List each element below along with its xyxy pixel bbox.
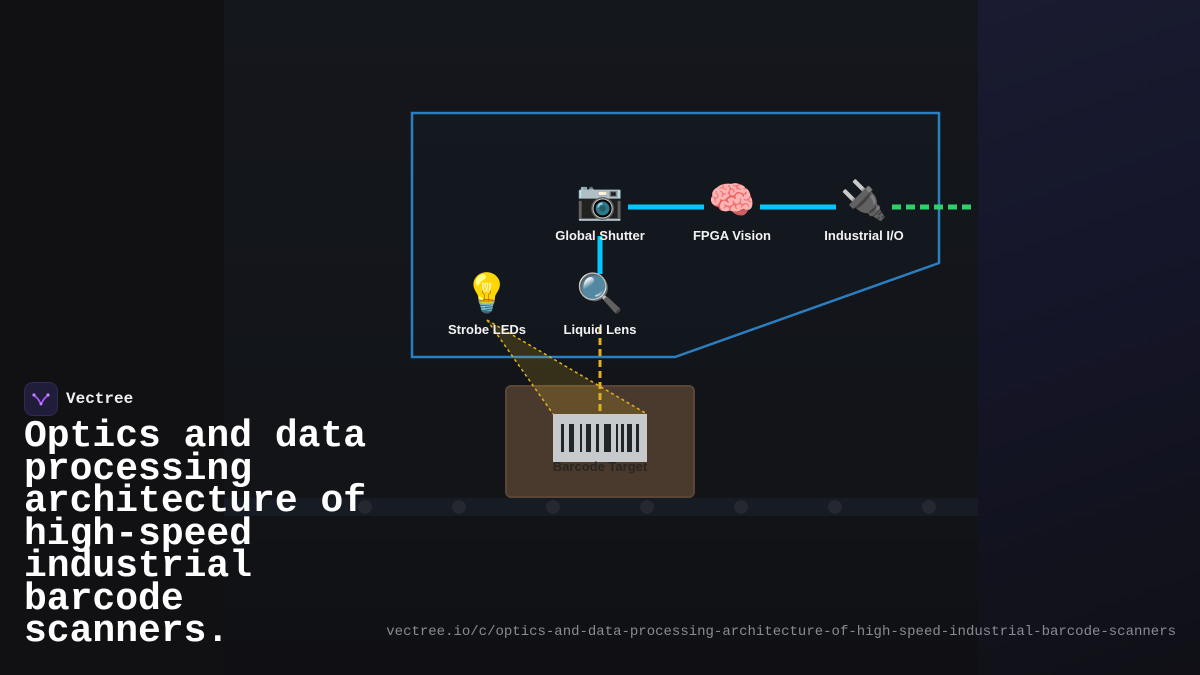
magnifier-icon: 🔍 xyxy=(576,271,624,315)
brand-name: Vectree xyxy=(66,390,134,408)
page-title: Optics and data processing architecture … xyxy=(24,415,367,653)
background-left xyxy=(0,0,224,675)
light-ray xyxy=(486,319,554,415)
conveyor-roller xyxy=(734,500,748,514)
plug-icon: 🔌 xyxy=(840,178,888,222)
conveyor-roller xyxy=(828,500,842,514)
liquid-lens-label: Liquid Lens xyxy=(563,322,637,337)
source-url: vectree.io/c/optics-and-data-processing-… xyxy=(386,624,1176,640)
scanner-enclosure xyxy=(410,111,941,359)
brand: Vectree xyxy=(24,382,133,416)
conveyor-roller xyxy=(922,500,936,514)
strobe-leds-label: Strobe LEDs xyxy=(447,322,526,337)
conveyor-roller xyxy=(640,500,654,514)
barcode-target-label: Barcode Target xyxy=(552,459,648,474)
barcode-icon xyxy=(553,414,647,462)
fpga-vision-label: FPGA Vision xyxy=(692,228,771,243)
conveyor-belt xyxy=(224,498,978,516)
brain-icon: 🧠 xyxy=(708,178,756,222)
background-right xyxy=(978,0,1200,675)
vectree-logo-icon xyxy=(24,382,58,416)
conveyor-roller xyxy=(546,500,560,514)
lightbulb-icon: 💡 xyxy=(463,271,511,315)
camera-icon: 📷 xyxy=(576,178,624,222)
light-ray xyxy=(486,319,648,415)
global-shutter-label: Global Shutter xyxy=(555,228,645,243)
conveyor-roller xyxy=(358,500,372,514)
industrial-io-label: Industrial I/O xyxy=(824,228,904,243)
conveyor-roller xyxy=(452,500,466,514)
